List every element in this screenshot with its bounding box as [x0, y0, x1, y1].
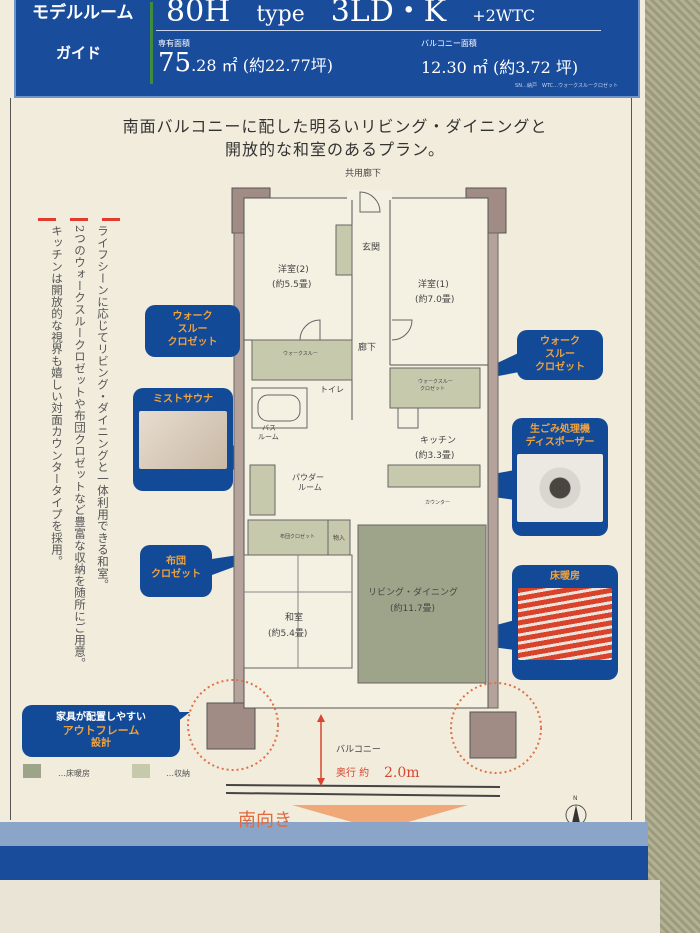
header-divider — [150, 2, 153, 84]
label-room2: 洋室(2) — [278, 263, 309, 275]
footer-stripe-dark — [0, 846, 648, 880]
label-depth-value: 2.0m — [384, 765, 420, 781]
floor-area-rest: .28 ㎡ (約22.77坪) — [191, 56, 334, 75]
callout-outframe-1: 家具が配置しやすい — [56, 712, 146, 723]
floor-heating-photo — [518, 588, 612, 660]
guide-label: ガイド — [56, 44, 102, 62]
type-heading: 80H type 3LD・K +2WTC — [166, 0, 561, 30]
title-line-1: 南面バルコニーに配した明るいリビング・ダイニングと — [122, 117, 548, 136]
bathtub — [257, 394, 301, 422]
label-living: リビング・ダイニング — [368, 586, 458, 598]
floor-area-value: 75.28 ㎡ (約22.77坪) — [158, 48, 333, 78]
callout-futon: 布団 クロゼット — [140, 545, 212, 597]
kitchen-counter — [387, 464, 481, 488]
label-balcony: バルコニー — [336, 744, 381, 755]
callout-futon-2: クロゼット — [151, 569, 201, 580]
compass-n: N — [573, 795, 578, 802]
label-kitchen: キッチン — [420, 435, 456, 446]
header-rule — [156, 30, 601, 31]
label-kitchen-size: (約3.3畳) — [415, 449, 454, 461]
callout-outframe-3: 設計 — [91, 738, 111, 749]
page-edge — [0, 880, 660, 933]
callout-mist-sauna-text: ミストサウナ — [153, 394, 213, 405]
callout-floor-heating-text: 床暖房 — [550, 571, 580, 582]
label-room1-size: (約7.0畳) — [415, 293, 454, 305]
callout-disposer-2: ディスポーザー — [525, 437, 595, 448]
description-3: キッチンは開放的な視界も嬉しい対面カウンタータイプを採用。 — [50, 225, 64, 568]
plan-header: モデルルーム 80H type 3LD・K +2WTC ガイド 専有面積 75.28 … — [14, 0, 640, 98]
balcony-area-label: バルコニー面積 — [421, 39, 477, 48]
callout-wtc-right-1: ウォーク — [540, 336, 580, 347]
callout-wtc-right-3: クロゼット — [535, 362, 585, 373]
callout-outframe-2: アウトフレーム — [62, 724, 140, 737]
description-2: 2つのウォークスルークロゼットや布団クロゼットなど豊富な収納を随所にご用意。 — [73, 225, 87, 670]
callout-futon-1: 布団 — [166, 556, 186, 567]
outframe-circle-right — [450, 682, 542, 774]
callout-wtc-right-2: スルー — [545, 349, 575, 360]
label-wtc-left: ウォークスルー — [283, 350, 318, 357]
wtc-left-area — [251, 339, 353, 381]
label-entrance: 玄関 — [362, 241, 380, 253]
callout-disposer: 生ごみ処理機 ディスポーザー — [512, 418, 608, 536]
legend-storage: …収納 — [166, 769, 190, 778]
label-corridor: 共用廊下 — [345, 167, 381, 179]
legend-swatch-storage — [132, 764, 150, 778]
layout-label: 3LD・K — [330, 0, 447, 29]
abbrev-note: SN…納戸 WTC…ウォークスルークロゼット — [515, 83, 618, 89]
balcony-area-value: 12.30 ㎡ (約3.72 坪) — [421, 58, 579, 77]
legend-floor-heating: …床暖房 — [58, 769, 90, 778]
living-area — [357, 524, 487, 684]
label-futon-closet: 布団クロゼット — [280, 533, 315, 540]
mist-sauna-photo — [139, 411, 227, 469]
floor-area-int: 75 — [158, 48, 192, 78]
callout-outframe: 家具が配置しやすい アウトフレーム 設計 — [22, 705, 180, 757]
label-hall: 廊下 — [358, 341, 376, 353]
callout-wtc-right: ウォーク スルー クロゼット — [517, 330, 603, 380]
title-line-2: 開放的な和室のあるプラン。 — [224, 140, 446, 159]
label-toilet: トイレ — [320, 385, 344, 394]
label-bath-2: ルーム — [258, 433, 279, 441]
label-powder: パウダー — [292, 472, 324, 482]
label-depth: 奥行 約 — [336, 766, 369, 779]
footer-stripe-light — [0, 822, 648, 846]
label-powder-2: ルーム — [298, 483, 322, 492]
callout-disposer-1: 生ごみ処理機 — [530, 424, 590, 435]
callout-wtc-left-text: ウォーク スルー クロゼット — [167, 311, 218, 348]
label-room2-size: (約5.5畳) — [272, 278, 311, 290]
red-dashes — [38, 206, 134, 225]
callout-wtc-left: ウォーク スルー クロゼット — [145, 305, 240, 357]
shoe-storage — [335, 224, 353, 276]
floor-area-label: 専有面積 — [158, 39, 190, 48]
label-storage: 物入 — [333, 534, 345, 542]
disposer-photo — [517, 454, 603, 522]
label-bath: バス — [262, 424, 276, 432]
callout-floor-heating: 床暖房 — [512, 565, 618, 680]
wtc-right-area — [389, 367, 481, 409]
label-washitsu-size: (約5.4畳) — [268, 627, 307, 639]
futon-closet-area — [247, 519, 329, 556]
label-counter: カウンター — [425, 499, 450, 506]
page-frame — [10, 98, 632, 820]
outframe-circle-left — [187, 679, 279, 771]
label-wtc-right: ウォークスルー — [418, 378, 453, 385]
callout-mist-sauna: ミストサウナ — [133, 388, 233, 491]
model-room-label: モデルルーム — [32, 3, 134, 23]
type-code: 80H — [166, 0, 231, 29]
label-living-size: (約11.7畳) — [390, 602, 435, 614]
extra-label: +2WTC — [472, 6, 536, 25]
table-surface — [645, 0, 700, 933]
type-word: type — [256, 2, 305, 27]
legend-swatch-floor-heating — [23, 764, 41, 778]
label-room1: 洋室(1) — [418, 278, 449, 290]
south-arrow — [292, 805, 468, 830]
label-wtc-right-2: クロゼット — [420, 385, 445, 392]
description-1: ライフシーンに応じてリビング・ダイニングと一体利用できる和室。 — [96, 225, 110, 591]
label-washitsu: 和室 — [285, 611, 303, 623]
south-facing-label: 南向き — [238, 810, 292, 831]
